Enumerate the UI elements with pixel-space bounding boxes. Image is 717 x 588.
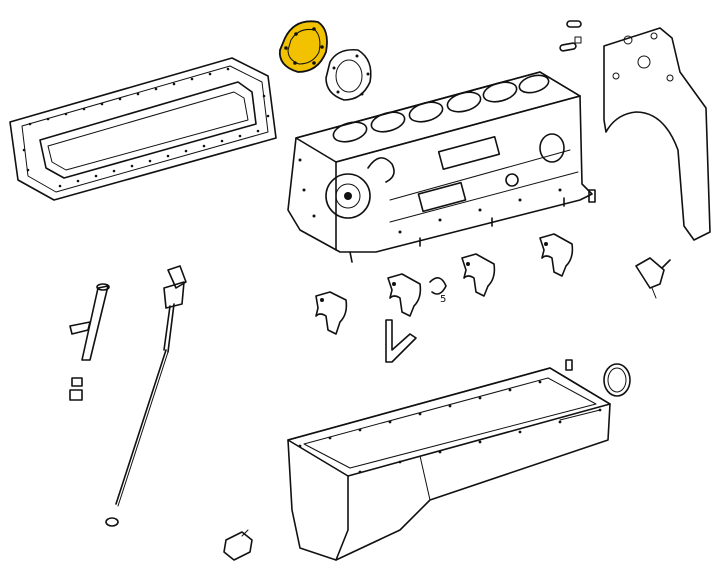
dowel-pins — [559, 20, 582, 52]
dipstick-seal-ring — [105, 517, 119, 527]
dipstick-grommet — [69, 377, 83, 401]
block-plug — [588, 189, 596, 203]
cover-plate-gasket — [325, 48, 372, 101]
small-plug — [565, 359, 573, 371]
bolt-number-label: 5 — [440, 294, 446, 305]
bearing-cap-3 — [461, 253, 496, 297]
bearing-cap-2 — [387, 273, 422, 317]
mounting-bracket — [385, 319, 417, 363]
side-cover-gasket — [9, 57, 277, 201]
oil-pressure-sender — [635, 257, 671, 299]
engine-block — [287, 71, 593, 263]
seal-ring — [603, 363, 631, 397]
oil-pan — [287, 367, 611, 561]
drain-plug — [223, 529, 253, 561]
bearing-cap-4 — [539, 233, 574, 277]
dipstick — [115, 265, 187, 507]
thrust-washer: 5 — [429, 277, 447, 305]
end-plate — [603, 27, 711, 241]
dipstick-tube — [69, 283, 110, 361]
bearing-cap-1 — [315, 291, 348, 335]
round-cover-plate[interactable] — [278, 20, 328, 73]
